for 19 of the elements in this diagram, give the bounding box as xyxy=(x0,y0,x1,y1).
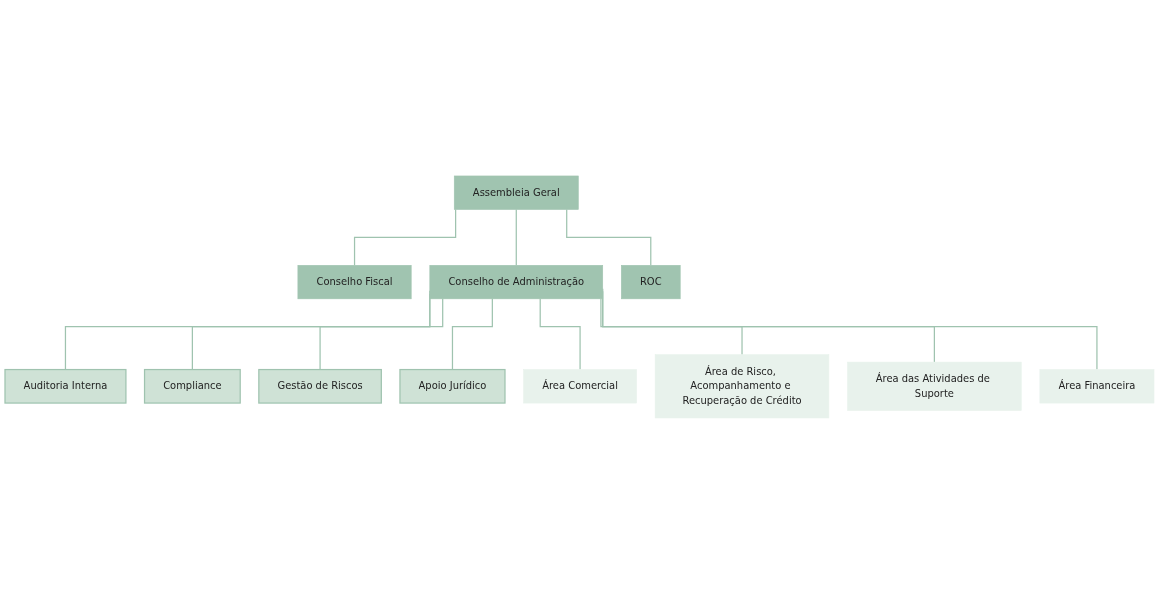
connector xyxy=(515,208,517,266)
node-box: Área Financeira xyxy=(1039,369,1155,404)
connector xyxy=(539,298,581,371)
node-box: Área Comercial xyxy=(523,369,637,404)
node-box: Assembleia Geral xyxy=(453,175,579,210)
connector xyxy=(319,298,444,371)
connector xyxy=(451,298,493,371)
connector xyxy=(353,208,457,266)
node-box: Compliance xyxy=(143,368,241,404)
node-box: Conselho de Administração xyxy=(429,265,604,300)
node-box: ROC xyxy=(621,265,681,300)
connector xyxy=(600,298,743,356)
connector xyxy=(566,208,652,266)
node-box: Área de Risco, Acompanhamento e Recuperação de Crédito xyxy=(654,354,830,419)
node-box: Gestão de Riscos xyxy=(258,368,382,404)
node-box: Área das Atividades de Suporte xyxy=(847,361,1022,411)
node-box: Apoio Jurídico xyxy=(399,368,506,404)
node-box: Auditoria Interna xyxy=(4,368,127,404)
node-box: Conselho Fiscal xyxy=(297,265,412,300)
